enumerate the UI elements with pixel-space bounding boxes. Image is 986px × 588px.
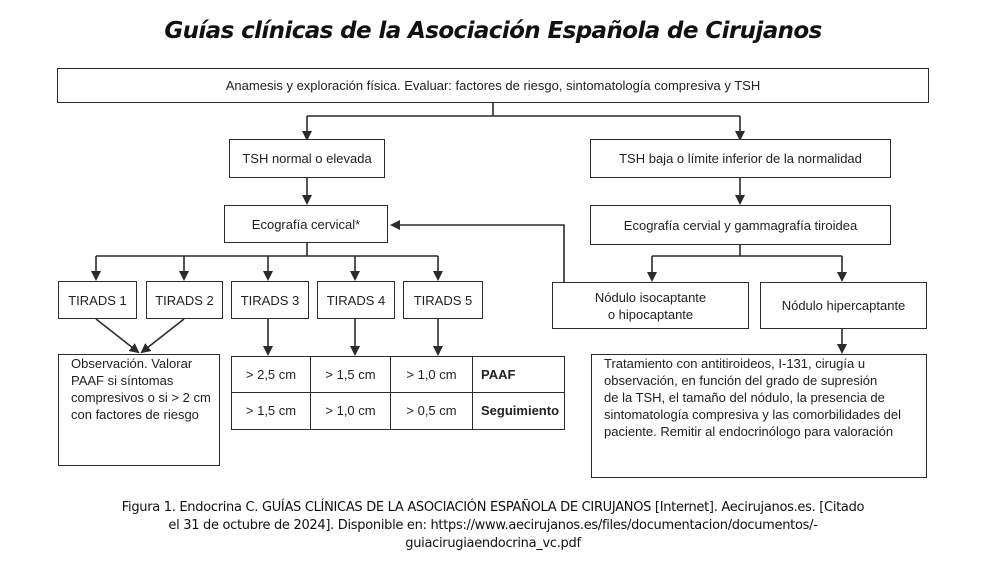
connector-ecografia-split [96, 243, 438, 257]
eco-gamma-box: Ecografía cervial y gammagrafía tiroidea [590, 205, 891, 245]
tsh-baja-text: TSH baja o límite inferior de la normali… [619, 151, 862, 166]
tratamiento-line: observación, en función del grado de sup… [604, 373, 878, 388]
tsh-baja-box: TSH baja o límite inferior de la normali… [590, 139, 891, 178]
table-cell: > 1,5 cm [325, 367, 376, 382]
observacion-line: con factores de riesgo [71, 407, 199, 422]
size-table: > 2,5 cm > 1,5 cm > 1,0 cm PAAF > 1,5 cm… [231, 356, 565, 430]
tirads1-box: TIRADS 1 [58, 281, 137, 319]
tirads4-box: TIRADS 4 [317, 281, 395, 319]
tratamiento-line: de la TSH, el tamaño del nódulo, la pres… [604, 390, 885, 405]
arrow-tirads1-observacion [95, 318, 140, 354]
tirads5-box: TIRADS 5 [403, 281, 483, 319]
table-cell: > 1,5 cm [245, 403, 297, 418]
tratamiento-box: Tratamiento con antitiroideos, I-131, ci… [591, 354, 927, 478]
nodulo-iso-box: Nódulo isocaptante o hipocaptante [552, 282, 749, 329]
table-cell: > 2,5 cm [245, 367, 297, 382]
ecografia-text: Ecografía cervical* [251, 216, 361, 232]
tirads2-text: TIRADS 2 [155, 292, 214, 308]
connector-anamnesis-split [307, 103, 740, 117]
tirads3-box: TIRADS 3 [231, 281, 309, 319]
caption-line: Figura 1. Endocrina C. GUÍAS CLÍNICAS DE… [121, 500, 865, 515]
tratamiento-line: Tratamiento con antitiroideos, I-131, ci… [604, 356, 866, 371]
arrow-tirads2-observacion [140, 318, 185, 354]
anamnesis-box: Anamesis y exploración física. Evaluar: … [57, 68, 929, 103]
tratamiento-line: sintomatología compresiva y las comorbil… [604, 407, 901, 422]
ecografia-box: Ecografía cervical* [224, 205, 388, 243]
tratamiento-line: paciente. Remitir al endocrinólogo para … [604, 424, 894, 439]
table-row-label-seguimiento: Seguimiento [481, 403, 560, 418]
table-cell: > 1,0 cm [406, 367, 457, 382]
tirads5-text: TIRADS 5 [413, 292, 473, 308]
table-row-label-paaf: PAAF [481, 367, 516, 382]
tsh-normal-box: TSH normal o elevada [229, 139, 385, 178]
caption-line: el 31 de octubre de 2024]. Disponible en… [168, 518, 818, 533]
nodulo-hiper-box: Nódulo hipercaptante [760, 282, 927, 329]
observacion-line: Observación. Valorar [71, 356, 193, 371]
arrow-iso-to-ecografia [390, 220, 565, 282]
observacion-box: Observación. Valorar PAAF si síntomas co… [58, 354, 220, 466]
caption-line: guiacirugiaendocrina_vc.pdf [405, 536, 581, 551]
table-cell: > 0,5 cm [406, 403, 457, 418]
nodulo-iso-line: o hipocaptante [607, 306, 694, 322]
observacion-line: PAAF si síntomas [71, 373, 174, 388]
table-cell: > 1,0 cm [325, 403, 376, 418]
tsh-normal-text: TSH normal o elevada [242, 151, 372, 166]
figure-caption: Figura 1. Endocrina C. GUÍAS CLÍNICAS DE… [40, 499, 946, 553]
nodulo-iso-line: Nódulo isocaptante [594, 289, 707, 305]
tirads3-text: TIRADS 3 [240, 292, 300, 308]
anamnesis-text: Anamesis y exploración física. Evaluar: … [225, 78, 761, 93]
tirads2-box: TIRADS 2 [146, 281, 223, 319]
page-title: Guías clínicas de la Asociación Española… [164, 18, 822, 44]
observacion-line: compresivos o si > 2 cm [71, 390, 211, 405]
connector-eco-gamma-split [652, 245, 842, 257]
tirads4-text: TIRADS 4 [326, 292, 386, 308]
nodulo-hiper-text: Nódulo hipercaptante [781, 298, 906, 313]
eco-gamma-text: Ecografía cervial y gammagrafía tiroidea [623, 217, 858, 233]
tirads1-text: TIRADS 1 [68, 292, 127, 308]
